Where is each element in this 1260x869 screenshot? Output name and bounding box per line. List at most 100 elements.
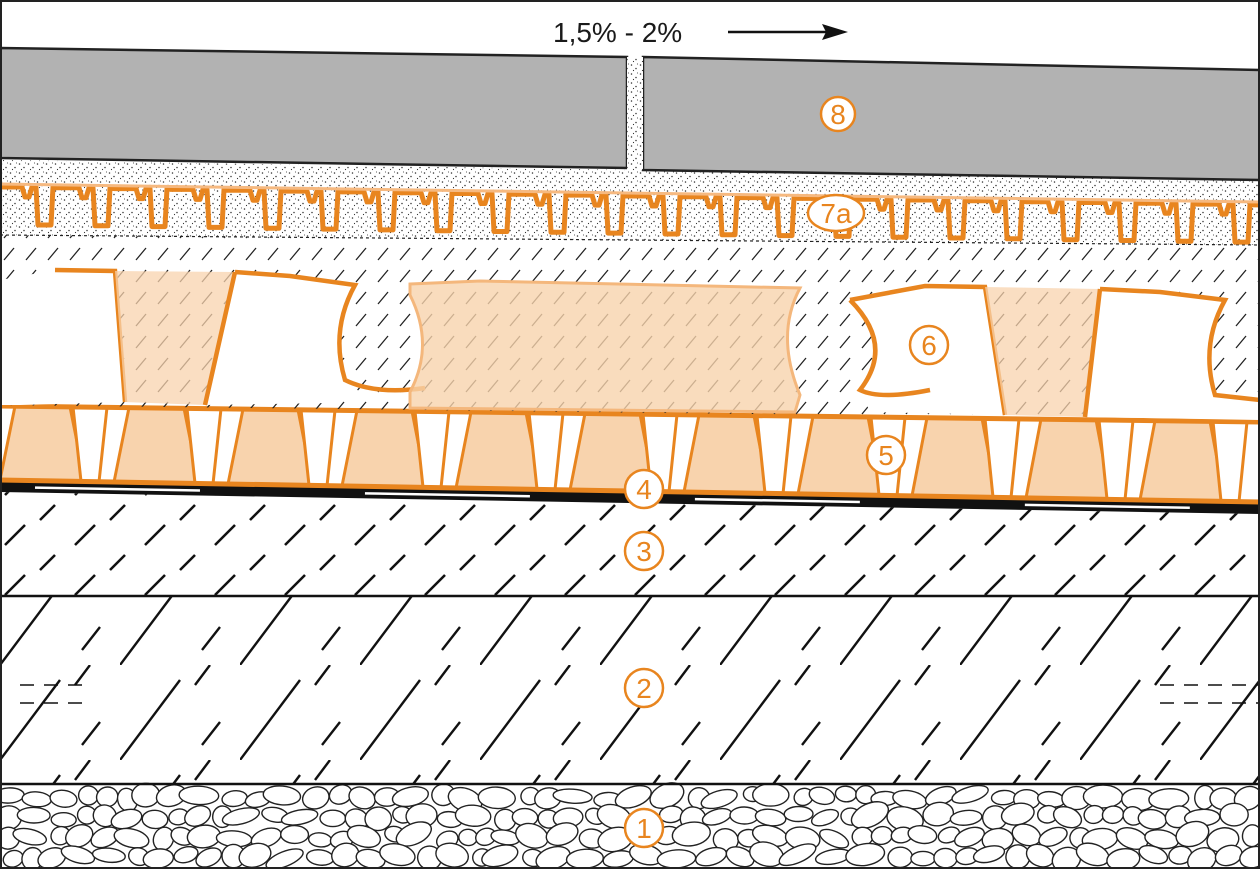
slope-annotation: 1,5% - 2% (553, 17, 848, 48)
gravel-stone (1052, 805, 1083, 829)
callout-1-label: 1 (636, 813, 652, 844)
gravel-stone (949, 809, 983, 826)
gravel-stone (671, 821, 711, 847)
drainage-stud (1138, 419, 1227, 503)
callout-4-label: 4 (636, 474, 652, 505)
gravel-stone (887, 846, 914, 869)
slope-label: 1,5% - 2% (553, 17, 682, 48)
gravel-stone (364, 806, 393, 832)
gravel-stone (954, 826, 985, 848)
callout-6-label: 6 (921, 330, 937, 361)
callout-2: 2 (623, 667, 665, 709)
gravel-stone (280, 824, 310, 845)
gravel-stone (990, 789, 1017, 806)
drainage-bedding-layer (0, 235, 1260, 420)
gravel-stone (454, 804, 492, 827)
gravel-stone (937, 826, 961, 844)
gravel-stone (178, 785, 220, 806)
gravel-stone (65, 823, 94, 848)
callout-8-label: 8 (830, 99, 846, 130)
gravel-stone (1175, 820, 1210, 848)
drainage-mat-layer (0, 403, 1260, 505)
gravel-stone (850, 801, 890, 829)
gravel-stone (808, 786, 836, 806)
callout-4: 4 (623, 468, 665, 510)
slope-arrow-icon (822, 24, 848, 40)
gravel-stone (391, 786, 430, 808)
gravel-stone (725, 846, 755, 868)
gravel-stone (1082, 784, 1124, 809)
gravel-stone (1241, 824, 1260, 848)
gravel-stone (280, 808, 319, 826)
gravel-stone (50, 811, 77, 828)
gravel-stone (810, 808, 840, 827)
drainage-stud (0, 404, 87, 484)
gravel-stone (238, 842, 272, 868)
gravel-stone (12, 827, 48, 846)
gravel-stone (1038, 826, 1068, 848)
gravel-stone (951, 784, 989, 804)
gravel-stone (614, 784, 652, 809)
gravel-stone (91, 847, 126, 864)
gravel-stone (184, 805, 212, 827)
gravel-stone (141, 809, 169, 830)
gravel-stone (395, 821, 433, 847)
callout-2-label: 2 (636, 673, 652, 704)
gravel-stone (845, 842, 886, 867)
gravel-stone (552, 788, 593, 805)
gravel-stone (221, 807, 261, 826)
gravel-stone (910, 850, 936, 867)
tile-covering-layer (0, 46, 1260, 182)
gravel-stone (1214, 844, 1243, 867)
gravel-stone (922, 801, 955, 827)
gravel-stone (778, 843, 817, 867)
callout-1: 1 (623, 807, 665, 849)
gravel-stone (1106, 848, 1141, 869)
gravel-stone (301, 786, 330, 810)
drainage-stud (682, 413, 771, 495)
gravel-stone (729, 806, 760, 825)
gravel-stone (262, 785, 302, 806)
drainage-stud (226, 407, 315, 488)
callout-6: 6 (908, 324, 950, 366)
callout-8: 8 (819, 95, 857, 133)
callout-3: 3 (623, 530, 665, 572)
gravel-stone (265, 848, 304, 869)
uncoupling-mat-layer (0, 160, 1260, 246)
callout-5-label: 5 (878, 440, 894, 471)
gravel-stone (752, 783, 790, 807)
gravel-stone (481, 844, 519, 868)
callout-5: 5 (865, 434, 907, 476)
gravel-stone (379, 842, 416, 867)
drainage-stud (910, 416, 999, 499)
gravel-stone (783, 805, 814, 823)
gravel-stone (1187, 846, 1217, 869)
gravel-stone (319, 809, 347, 828)
gravel-stone (477, 786, 516, 810)
gravel-stone (1219, 802, 1249, 827)
gravel-stone (195, 847, 223, 868)
callout-7a-label: 7a (820, 198, 852, 229)
gravel-stone (113, 827, 150, 849)
gravel-stone (1138, 844, 1169, 865)
drainage-stud (112, 406, 201, 486)
gravel-stone (972, 845, 1006, 864)
gravel-stone (49, 789, 78, 808)
gravel-stone (346, 824, 382, 849)
gravel-stone (348, 786, 376, 810)
gravel-stone (545, 822, 579, 847)
gravel-stone (60, 845, 96, 865)
drainage-stud (454, 410, 543, 491)
gravel-stone (435, 842, 469, 868)
drainage-stud (340, 408, 429, 490)
gravel-stone (1115, 826, 1149, 851)
gravel-stone (700, 788, 738, 810)
gravel-stone (110, 808, 143, 830)
drainage-stud (1024, 417, 1113, 501)
gravel-stone (16, 806, 51, 824)
gravel-stone (907, 825, 938, 845)
callout-7a: 7a (806, 193, 866, 233)
gravel-stone (933, 847, 958, 869)
